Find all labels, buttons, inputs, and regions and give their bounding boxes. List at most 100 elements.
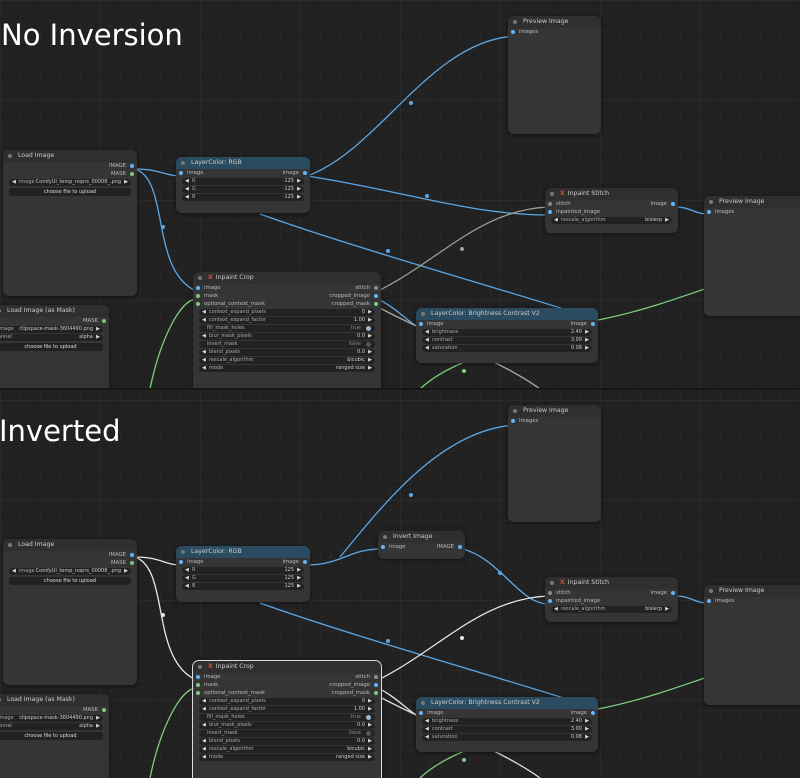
decrement-arrow-icon[interactable]: ◀ (202, 754, 206, 760)
next-arrow-icon[interactable]: ▶ (96, 326, 100, 332)
input-socket[interactable] (196, 294, 200, 298)
decrement-arrow-icon[interactable]: ◀ (425, 337, 429, 343)
choose-file-button[interactable]: choose file to upload (9, 188, 131, 196)
rgb-r-field[interactable]: ◀R-125▶ (182, 178, 304, 185)
decrement-arrow-icon[interactable]: ◀ (185, 575, 189, 581)
increment-arrow-icon[interactable]: ▶ (297, 194, 301, 200)
decrement-arrow-icon[interactable]: ◀ (202, 333, 206, 339)
mask-file-select[interactable]: imageclipspace-mask-3604490.png▶ (0, 715, 103, 722)
increment-arrow-icon[interactable]: ▶ (368, 357, 372, 363)
input-socket[interactable] (179, 560, 183, 564)
toggle-dot-icon[interactable] (366, 326, 371, 331)
decrement-arrow-icon[interactable]: ◀ (425, 329, 429, 335)
load-image-header[interactable]: Load Image (3, 150, 137, 162)
decrement-arrow-icon[interactable]: ◀ (185, 178, 189, 184)
next-arrow-icon[interactable]: ▶ (96, 723, 100, 729)
decrement-arrow-icon[interactable]: ◀ (185, 194, 189, 200)
toggle-dot-icon[interactable] (366, 342, 371, 347)
input-socket[interactable] (548, 202, 552, 206)
output-socket[interactable] (130, 561, 134, 565)
collapse-dot-icon[interactable] (421, 701, 425, 705)
collapse-dot-icon[interactable] (550, 192, 554, 196)
increment-arrow-icon[interactable]: ▶ (665, 606, 669, 612)
collapse-dot-icon[interactable] (198, 276, 202, 280)
increment-arrow-icon[interactable]: ▶ (368, 317, 372, 323)
collapse-dot-icon[interactable] (513, 20, 517, 24)
preview-image-2-header[interactable]: Preview Image (704, 585, 800, 597)
preview-image-header[interactable]: Preview Image (508, 16, 601, 28)
increment-arrow-icon[interactable]: ▶ (585, 734, 589, 740)
decrement-arrow-icon[interactable]: ◀ (202, 309, 206, 315)
increment-arrow-icon[interactable]: ▶ (585, 337, 589, 343)
layercolor-rgb-header[interactable]: LayerColor: RGB (176, 546, 310, 558)
prev-arrow-icon[interactable]: ◀ (12, 568, 16, 574)
collapse-dot-icon[interactable] (0, 698, 1, 702)
decrement-arrow-icon[interactable]: ◀ (554, 217, 558, 223)
decrement-arrow-icon[interactable]: ◀ (202, 317, 206, 323)
decrement-arrow-icon[interactable]: ◀ (202, 738, 206, 744)
collapse-dot-icon[interactable] (709, 589, 713, 593)
decrement-arrow-icon[interactable]: ◀ (202, 365, 206, 371)
input-socket[interactable] (707, 210, 711, 214)
input-socket[interactable] (419, 322, 423, 326)
output-socket[interactable] (130, 553, 134, 557)
output-socket[interactable] (374, 302, 378, 306)
next-arrow-icon[interactable]: ▶ (96, 715, 100, 721)
decrement-arrow-icon[interactable]: ◀ (425, 718, 429, 724)
mask-file-select[interactable]: imageclipspace-mask-3604490.png▶ (0, 326, 103, 333)
input-socket[interactable] (196, 286, 200, 290)
increment-arrow-icon[interactable]: ▶ (585, 718, 589, 724)
next-arrow-icon[interactable]: ▶ (96, 334, 100, 340)
input-socket[interactable] (196, 675, 200, 679)
output-socket[interactable] (591, 711, 595, 715)
collapse-dot-icon[interactable] (513, 409, 517, 413)
output-socket[interactable] (303, 560, 307, 564)
collapse-dot-icon[interactable] (550, 581, 554, 585)
increment-arrow-icon[interactable]: ▶ (585, 726, 589, 732)
decrement-arrow-icon[interactable]: ◀ (185, 567, 189, 573)
input-socket[interactable] (419, 711, 423, 715)
decrement-arrow-icon[interactable]: ◀ (202, 357, 206, 363)
increment-arrow-icon[interactable]: ▶ (368, 706, 372, 712)
increment-arrow-icon[interactable]: ▶ (368, 698, 372, 704)
output-socket[interactable] (671, 202, 675, 206)
collapse-dot-icon[interactable] (0, 309, 1, 313)
channel-select[interactable]: channelalpha▶ (0, 723, 103, 730)
load-mask-node[interactable]: Load Image (as Mask)MASKimageclipspace-m… (0, 694, 109, 778)
collapse-dot-icon[interactable] (421, 312, 425, 316)
invert-image-header[interactable]: Invert Image (378, 531, 465, 543)
decrement-arrow-icon[interactable]: ◀ (202, 698, 206, 704)
load-mask-header[interactable]: Load Image (as Mask) (0, 305, 109, 317)
load-image-header[interactable]: Load Image (3, 539, 137, 551)
input-socket[interactable] (548, 591, 552, 595)
increment-arrow-icon[interactable]: ▶ (368, 722, 372, 728)
increment-arrow-icon[interactable]: ▶ (368, 333, 372, 339)
collapse-dot-icon[interactable] (198, 665, 202, 669)
increment-arrow-icon[interactable]: ▶ (368, 738, 372, 744)
